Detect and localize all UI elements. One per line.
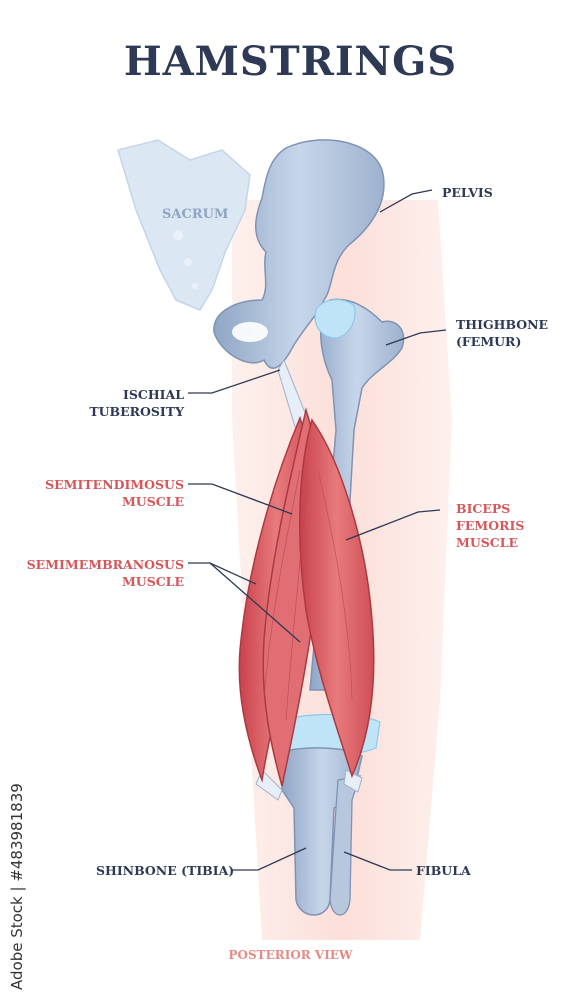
view-caption: POSTERIOR VIEW (228, 948, 353, 962)
label-biceps-line3: MUSCLE (456, 535, 519, 550)
label-semimembranosus-line1: SEMIMEMBRANOSUS (26, 557, 184, 572)
label-fibula: FIBULA (416, 863, 471, 878)
label-semimembranosus-line2: MUSCLE (121, 574, 184, 589)
label-ischial-line2: TUBEROSITY (89, 404, 184, 419)
label-shinbone: SHINBONE (TIBIA) (96, 863, 235, 878)
label-semitendinosus-line1: SEMITENDIMOSUS (45, 477, 184, 492)
sacrum-shape (117, 139, 251, 311)
label-pelvis: PELVIS (442, 185, 493, 200)
label-semimembranosus: SEMIMEMBRANOSUS MUSCLE (26, 556, 184, 590)
label-sacrum: SACRUM (162, 207, 229, 222)
label-biceps-line1: BICEPS (456, 501, 511, 516)
label-biceps-femoris: BICEPS FEMORIS MUSCLE (456, 500, 524, 551)
diagram-title: HAMSTRINGS (123, 38, 458, 85)
pelvis-bone (213, 139, 385, 369)
label-thighbone: THIGHBONE (FEMUR) (456, 316, 548, 350)
biceps-femoris-muscle (299, 418, 375, 779)
label-ischial-line1: ISCHIAL (123, 387, 184, 402)
label-ischial-tuberosity: ISCHIAL TUBEROSITY (86, 386, 184, 420)
stock-credit: Adobe Stock | #483981839 (8, 783, 26, 990)
label-thighbone-line1: THIGHBONE (456, 317, 549, 332)
label-semitendinosus: SEMITENDIMOSUS MUSCLE (38, 476, 184, 510)
fibula-bone (329, 775, 361, 916)
label-biceps-line2: FEMORIS (456, 518, 525, 533)
label-semitendinosus-line2: MUSCLE (121, 494, 184, 509)
femoral-head-cartilage (314, 299, 356, 339)
label-thighbone-line2: (FEMUR) (456, 334, 522, 349)
leader-lines (188, 189, 447, 871)
